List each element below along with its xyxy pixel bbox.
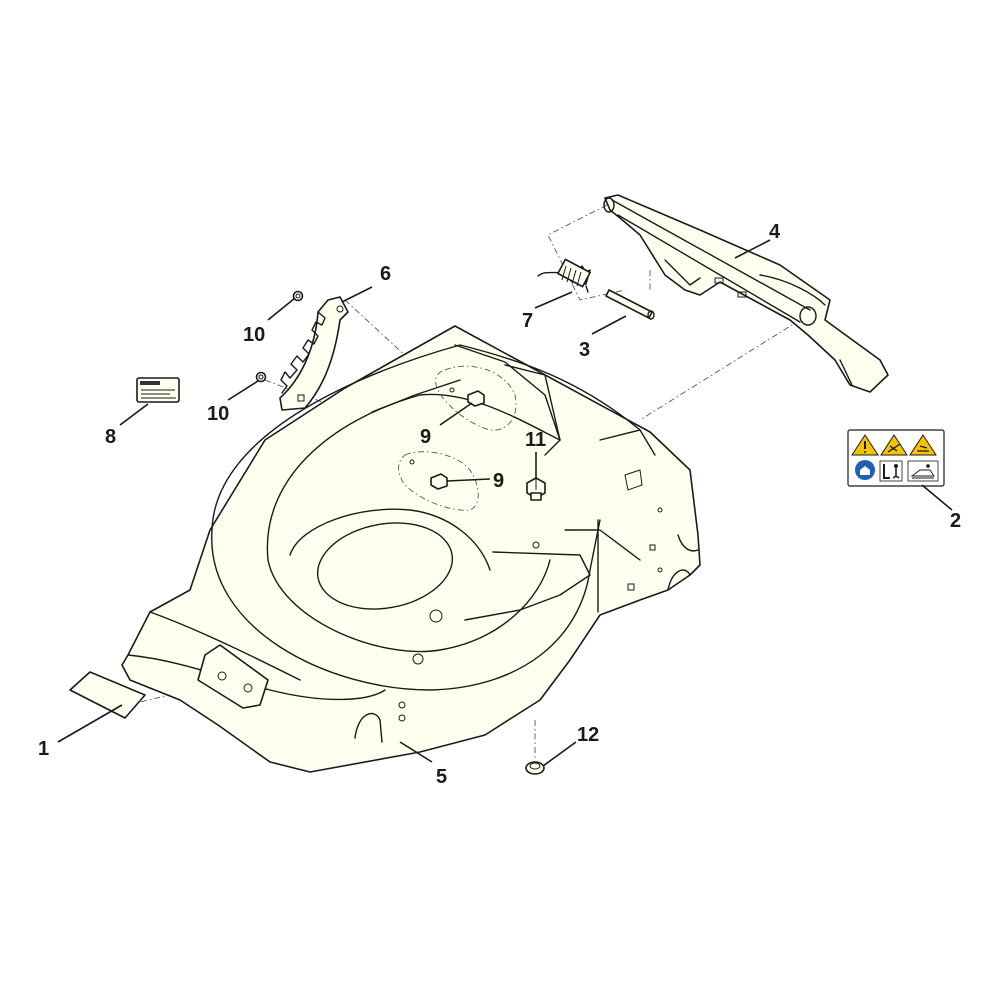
rivet-lower[interactable] — [409, 459, 448, 490]
callout-9-lower: 9 — [493, 470, 504, 492]
callout-8: 8 — [105, 426, 116, 448]
callout-10-lower: 10 — [207, 403, 229, 425]
pin-mounting-zones — [398, 365, 517, 511]
leader-lines — [57, 239, 953, 767]
callout-3: 3 — [579, 339, 590, 361]
plug-cap[interactable] — [525, 761, 545, 775]
blade-hazard-icon — [880, 434, 908, 456]
mower-deck[interactable] — [121, 325, 701, 773]
warning-triangle-icon — [851, 433, 879, 457]
callout-12: 12 — [577, 724, 599, 746]
ear-protection-icon — [879, 460, 903, 482]
callout-labels: 1 2 3 4 5 6 7 8 9 9 10 10 11 12 — [38, 221, 961, 788]
rivet-upper[interactable] — [449, 387, 485, 407]
callout-9-upper: 9 — [420, 426, 431, 448]
warning-label[interactable] — [847, 429, 945, 487]
callout-10-upper: 10 — [243, 324, 265, 346]
callout-1: 1 — [38, 738, 49, 760]
rear-flap[interactable] — [603, 194, 889, 393]
height-adjuster-sector[interactable] — [279, 296, 349, 411]
callout-4: 4 — [769, 221, 781, 243]
hex-screw[interactable] — [526, 477, 546, 501]
nut-lower[interactable] — [255, 371, 267, 383]
callout-5: 5 — [436, 766, 447, 788]
hinge-pin[interactable] — [605, 289, 655, 320]
callout-11: 11 — [525, 429, 546, 451]
nut-upper[interactable] — [292, 290, 304, 302]
read-manual-icon — [855, 460, 875, 480]
operator-icon — [907, 460, 939, 482]
hand-cut-icon — [909, 434, 937, 456]
callout-7: 7 — [522, 310, 533, 332]
torsion-spring[interactable] — [537, 258, 591, 293]
callout-2: 2 — [950, 510, 961, 532]
callout-6: 6 — [380, 263, 391, 285]
identification-label[interactable] — [136, 377, 180, 403]
decal-sticker[interactable] — [69, 671, 146, 719]
